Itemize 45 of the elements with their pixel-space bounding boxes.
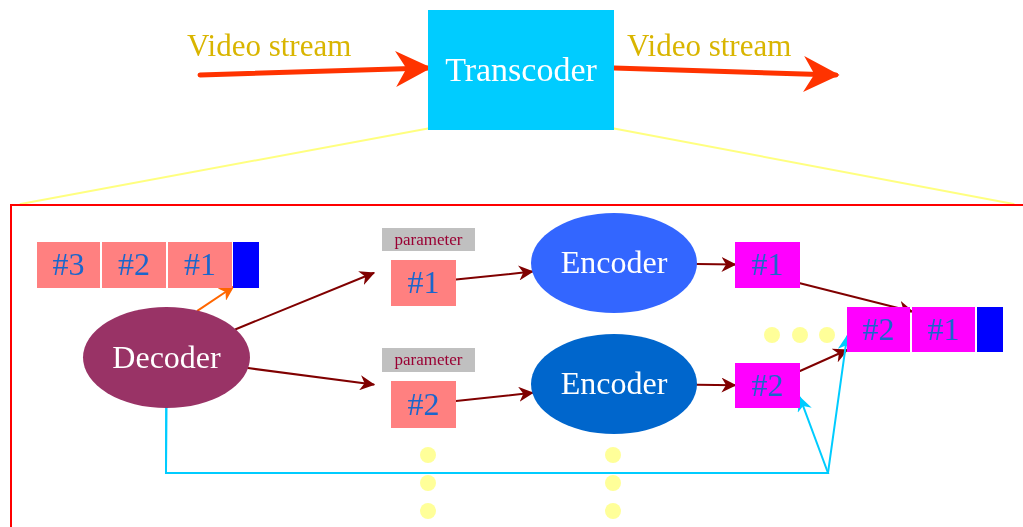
- connector-line: [613, 127, 1015, 205]
- connector-line: [19, 127, 429, 205]
- node-label: #1: [184, 248, 216, 282]
- encoder-ellipse: [531, 334, 697, 434]
- node-label: #2: [862, 312, 895, 347]
- arrow: [696, 377, 737, 393]
- node-label: #2: [751, 368, 784, 403]
- node-label: parameter: [394, 230, 463, 249]
- encoded-frame: [735, 242, 800, 288]
- node-label: #1: [751, 248, 784, 282]
- arrow: [247, 367, 375, 391]
- encoder-ellipse: [531, 213, 697, 313]
- arrow: [455, 265, 534, 281]
- queue-frame: [168, 242, 232, 288]
- transcoder-block: [428, 10, 614, 130]
- node-label: #1: [927, 312, 960, 347]
- arrow: [234, 271, 375, 331]
- decoder-ellipse: [83, 307, 250, 408]
- node-label: Decoder: [112, 340, 221, 375]
- parameter-tag: [382, 228, 475, 251]
- encoded-frame: [735, 363, 800, 408]
- parameter-tag: [382, 348, 475, 372]
- parameter-frame: [391, 260, 456, 306]
- edge-label: Video stream: [627, 30, 792, 63]
- output-frame: [912, 307, 975, 352]
- queue-frame: [37, 242, 100, 288]
- queue-frame: [102, 242, 166, 288]
- node-label: parameter: [394, 351, 463, 369]
- arrow: [696, 256, 737, 272]
- parameter-frame: [391, 381, 456, 428]
- node-label: #2: [407, 387, 440, 422]
- node-label: #2: [118, 248, 150, 282]
- arrow: [799, 348, 849, 372]
- node-label: Encoder: [560, 367, 668, 401]
- arrow: [196, 286, 235, 312]
- queue-end-marker: [977, 307, 1003, 352]
- node-label: Encoder: [560, 246, 668, 280]
- queue-end-marker: [233, 242, 259, 288]
- zoom-panel: [10, 204, 1023, 527]
- output-frame: [847, 307, 910, 352]
- node-label: Transcoder: [445, 52, 597, 88]
- arrow: [455, 386, 534, 402]
- node-label: #1: [407, 266, 440, 300]
- edge-label: Video stream: [187, 30, 352, 63]
- node-label: #3: [52, 248, 85, 282]
